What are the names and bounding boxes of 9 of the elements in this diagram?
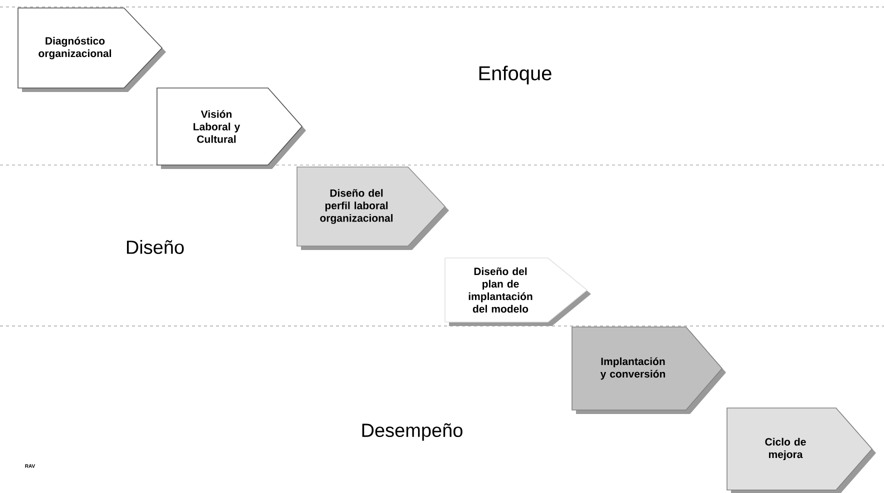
band-title: Enfoque — [479, 66, 552, 84]
band-title: Diseño — [126, 240, 184, 254]
pentagon-step: Visión Laboral y Cultural — [156, 88, 306, 169]
pentagon-step: Diseño del perfil laboral organizacional — [296, 166, 449, 250]
band-title: Desempeño — [362, 423, 462, 441]
pentagon-step: Diseño del plan de implantación del modelo — [444, 258, 591, 326]
pentagon-step: Ciclo de mejora — [726, 408, 876, 493]
pentagon-step: Implantación y conversión — [572, 326, 726, 414]
pentagon-step: Diagnóstico organizacional — [18, 8, 166, 92]
